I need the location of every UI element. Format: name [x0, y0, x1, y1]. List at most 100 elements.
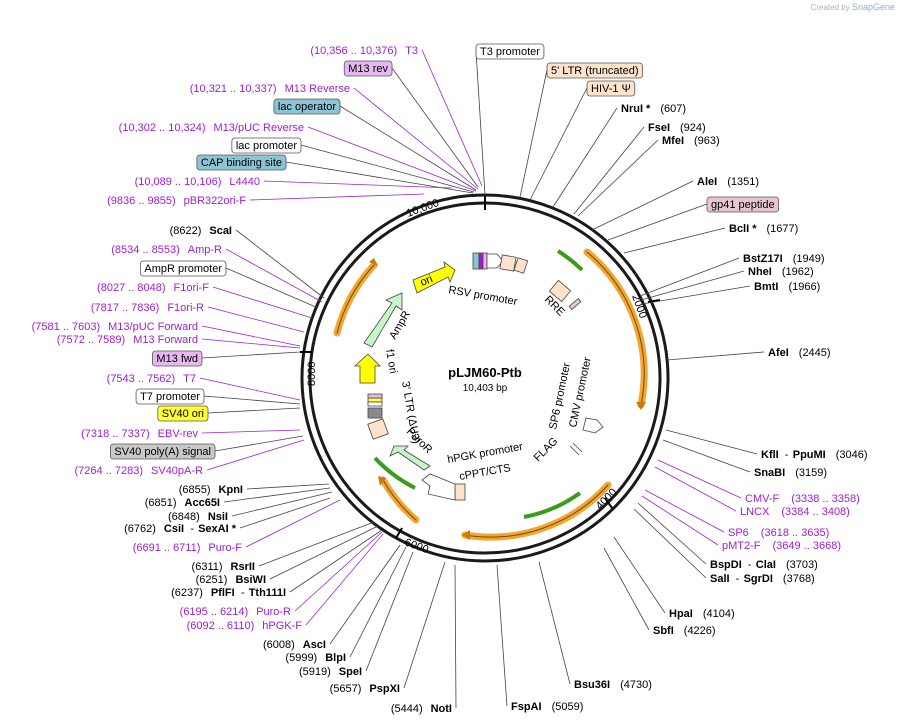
kfli-name: KflI [761, 449, 779, 461]
leader-lac-promoter [300, 144, 475, 193]
afei-pos: (2445) [799, 347, 831, 359]
ltr-truncated-text: 5' LTR (truncated) [551, 65, 638, 77]
leader-nrui [552, 107, 618, 208]
fsei-name: FseI [648, 122, 670, 134]
lncx-pos: (3384 .. 3408) [781, 506, 850, 518]
lncx-name: LNCX [740, 506, 770, 518]
noti-pos: (5444) [391, 703, 423, 715]
label-lncx: LNCX (3384 .. 3408) [740, 506, 850, 518]
acc65i-name: Acc65I [185, 497, 220, 509]
f1ori-f-name: F1ori-F [174, 282, 210, 294]
leader-sbfi [603, 547, 650, 631]
label-lac-operator: lac operator [273, 98, 341, 115]
nhei-pos: (1962) [782, 266, 814, 278]
leader-alei [591, 180, 694, 231]
sbfi-name: SbfI [653, 625, 674, 637]
kfli-pos: (3046) [836, 449, 868, 461]
bmti-name: BmtI [754, 281, 778, 293]
puro-f-name: Puro-F [208, 542, 242, 554]
leader-sv40-polya [214, 435, 304, 452]
label-bcli: BclI *(1677) [729, 223, 798, 235]
bstz17i-name: BstZ17I [743, 253, 783, 265]
nrui-pos: (607) [660, 103, 686, 115]
leader-f1ori-f [212, 286, 313, 319]
label-amp-r: Amp-R(8534 .. 8553) [111, 244, 222, 256]
rsrii-name: RsrII [231, 561, 255, 573]
spei-pos: (5919) [299, 666, 331, 678]
noti-name: NotI [431, 703, 452, 715]
tick-label-8000: 8000 [306, 362, 318, 386]
label-bstz17i: BstZ17I(1949) [743, 253, 825, 265]
label-puro-f: Puro-F (6691 .. 6711) [133, 542, 243, 554]
leader-m13-puc-rev [307, 126, 477, 192]
label-f1ori-r: F1ori-R(7817 .. 7836) [91, 302, 204, 314]
leader-kpni [246, 483, 330, 490]
bcli-pos: (1677) [767, 223, 799, 235]
m13-forward-pos: (7572 .. 7589) [57, 334, 126, 346]
label-pbr322ori-f: pBR322ori-F(9836 .. 9855) [107, 195, 246, 207]
label-pflfi: Tth111I-PflFI(6237) [171, 587, 286, 599]
sali-pos: (3768) [783, 573, 815, 585]
m13-puc-fwd-pos: (7581 .. 7603) [32, 321, 101, 333]
leader-puro-r [294, 531, 383, 612]
pflfi-dash: - [241, 587, 245, 599]
leader-ebv-rev [201, 429, 301, 434]
m13-puc-rev-pos: (10,302 .. 10,324) [119, 122, 206, 134]
label-sp6: SP6(3618 .. 3635) [728, 527, 829, 539]
asci-name: AscI [303, 639, 326, 651]
sali-mid: SgrDI [744, 573, 773, 585]
kfli-mid: PpuMI [793, 449, 826, 461]
m13-puc-rev-name: M13/pUC Reverse [214, 122, 304, 134]
alei-name: AleI [697, 176, 717, 188]
leader-m13-puc-fwd [201, 325, 301, 347]
leader-f1ori-r [207, 306, 305, 333]
m13-puc-fwd-name: M13/pUC Forward [108, 321, 198, 333]
cap-site-box [196, 154, 287, 171]
label-hiv1-psi: HIV-1 Ψ [586, 80, 636, 97]
lac-operator-box [273, 98, 341, 115]
hpai-pos: (4104) [703, 608, 735, 620]
label-blpi: BlpI (5999) [285, 652, 346, 664]
amp-r-name: Amp-R [188, 244, 222, 256]
cap-site-text: CAP binding site [201, 157, 282, 169]
sp6-name: SP6 [728, 527, 749, 539]
leader-pbr322ori-f [249, 193, 425, 201]
label-rsrii: RsrII(6311) [192, 561, 255, 573]
label-fspai: FspAI(5059) [511, 701, 583, 713]
leader-l4440 [263, 180, 453, 189]
label-acc65i: Acc65I (6851) [145, 497, 220, 509]
label-bsiwi: BsiWI(6251) [196, 574, 266, 586]
label-t7-promoter: T7 promoter [135, 388, 205, 405]
blpi-name: BlpI [325, 652, 346, 664]
pspxi-pos: (5657) [330, 683, 362, 695]
leader-kfli [665, 429, 758, 455]
lac-promoter-text: lac promoter [236, 140, 297, 152]
label-pmt2-f: pMT2-F(3649 .. 3668) [722, 540, 841, 552]
acc65i-pos: (6851) [145, 497, 177, 509]
cmv-f-name: CMV-F [745, 493, 780, 505]
feat-cppt-cts: cPPT/CTS [458, 462, 511, 483]
label-sv40-polya: SV40 poly(A) signal [109, 443, 216, 460]
t3-primer-pos: (10,356 .. 10,376) [310, 45, 397, 57]
leader-bmti [641, 285, 751, 305]
label-nhei: NheI(1962) [748, 266, 814, 278]
puro-f-pos: (6691 .. 6711) [133, 542, 201, 554]
pbr322ori-f-pos: (9836 .. 9855) [107, 195, 176, 207]
bspdi-name: BspDI [710, 559, 742, 571]
bsu36i-pos: (4730) [620, 679, 652, 691]
label-t7-primer: T7(7543 .. 7562) [107, 373, 196, 385]
leader-m13-forward [201, 338, 301, 349]
label-bmti: BmtI (1966) [754, 281, 820, 293]
leader-sv40pa-r [206, 439, 305, 471]
pflfi-mid: Tth111I [249, 587, 286, 599]
bsu36i-name: Bsu36I [574, 679, 610, 691]
leader-bstz17i [639, 257, 740, 297]
leader-m13fwd [201, 351, 301, 359]
blpi-pos: (5999) [285, 652, 317, 664]
label-m13-puc-fwd: M13/pUC Forward (7581 .. 7603) [32, 321, 198, 333]
asci-pos: (6008) [263, 639, 295, 651]
label-ltr-truncated: 5' LTR (truncated) [546, 62, 643, 79]
leader-csii [239, 497, 331, 529]
bmti-pos: (1966) [788, 281, 820, 293]
label-mfei: MfeI(963) [662, 135, 720, 147]
